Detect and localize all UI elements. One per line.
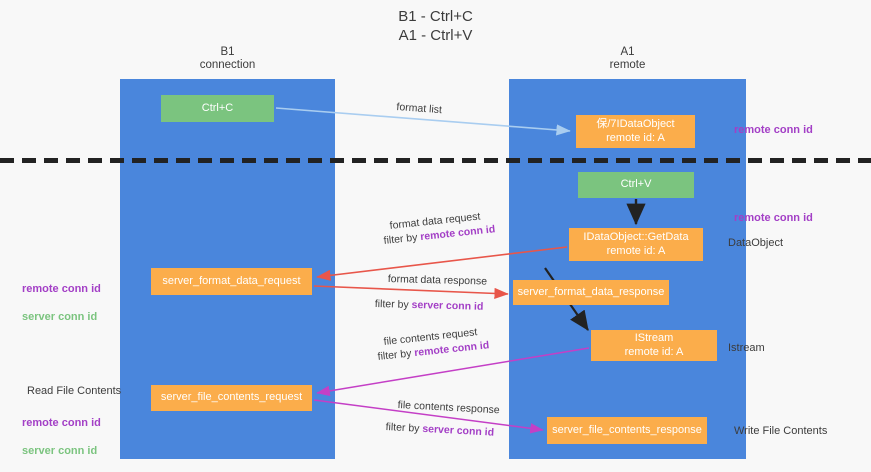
filter-value-server-conn-id: server conn id xyxy=(411,298,484,313)
side-label-remote-conn-id-top: remote conn id xyxy=(734,124,813,136)
edge-label-format-list: format list xyxy=(396,100,443,117)
side-label-read-file-contents: Read File Contents xyxy=(27,385,122,397)
side-label-istream: Istream xyxy=(728,342,765,354)
edge-label-format-data-response: format data response xyxy=(387,272,488,288)
side-label-left-conn-ids: remote conn id server conn id xyxy=(22,268,101,338)
filter-prefix: filter by xyxy=(374,297,412,311)
page-title: B1 - Ctrl+C A1 - Ctrl+V xyxy=(398,8,473,44)
column-header-a1: A1 remote xyxy=(609,46,646,71)
node-server-format-data-response[interactable]: server_format_data_response xyxy=(513,280,669,305)
side-label-remote-conn-id-mid: remote conn id xyxy=(734,212,813,224)
filter-value-server-conn-id: server conn id xyxy=(422,422,495,439)
node-ctrl-v[interactable]: Ctrl+V xyxy=(578,172,694,198)
node-ctrl-c[interactable]: Ctrl+C xyxy=(161,95,274,122)
side-label-left-server-conn-id-2: server conn id xyxy=(22,445,98,457)
side-label-left-remote-conn-id: remote conn id xyxy=(22,283,101,295)
side-label-dataobject: DataObject xyxy=(728,237,784,249)
column-header-b1: B1 connection xyxy=(199,46,256,71)
edge-label-file-contents-response: file contents response xyxy=(397,398,500,417)
edge-label-file-contents-response-filter: filter by server conn id xyxy=(385,420,494,441)
node-istream[interactable]: IStream remote id: A xyxy=(591,330,717,361)
side-label-write-file-contents: Write File Contents xyxy=(734,425,828,437)
side-label-left-server-conn-id: server conn id xyxy=(22,311,98,323)
node-idataobject-getdata[interactable]: IDataObject::GetData remote id: A xyxy=(569,228,703,261)
node-idataobject[interactable]: 保/7IDataObject remote id: A xyxy=(576,115,695,148)
section-divider xyxy=(0,158,871,163)
filter-prefix: filter by xyxy=(383,231,421,247)
node-server-file-contents-request[interactable]: server_file_contents_request xyxy=(151,385,312,411)
node-server-format-data-request[interactable]: server_format_data_request xyxy=(151,268,312,295)
filter-prefix: filter by xyxy=(385,420,423,435)
filter-prefix: filter by xyxy=(377,347,415,363)
side-label-left-remote-conn-id-2: remote conn id xyxy=(22,417,101,429)
side-label-left-conn-ids-2: remote conn id server conn id xyxy=(22,402,101,472)
node-server-file-contents-response[interactable]: server_file_contents_response xyxy=(547,417,707,444)
edge-label-format-data-response-filter: filter by server conn id xyxy=(375,297,484,315)
